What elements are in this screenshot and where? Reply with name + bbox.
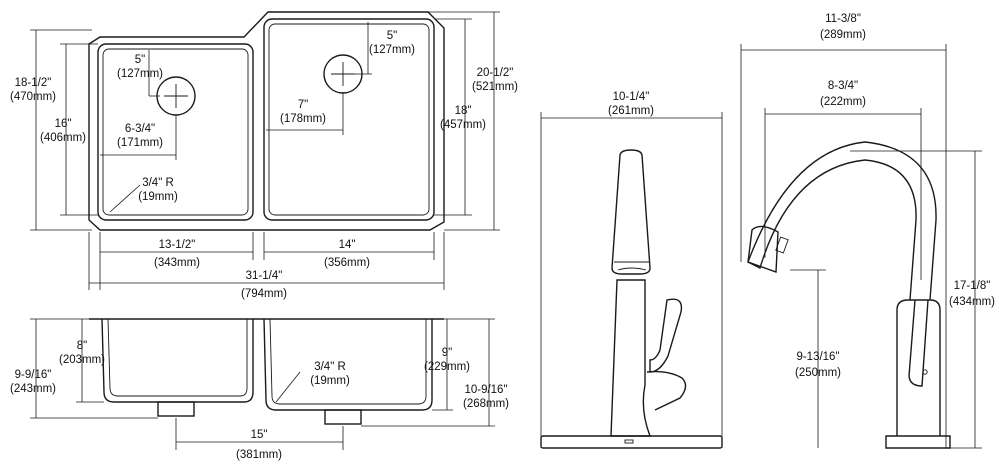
left-overall-depth-mm: (243mm) [10,383,56,395]
right-overall-height-mm: (521mm) [472,81,518,93]
section-corner-radius-mm: (19mm) [310,375,350,387]
faucet-side-view [740,44,982,449]
faucet-width-in: 10-1/4" [613,91,650,103]
faucet-spout-height-mm: (250mm) [795,367,841,379]
right-overall-depth-in: 10-9/16" [464,384,507,396]
left-basin-height-mm: (406mm) [40,132,86,144]
right-drain-side-dim-mm: (178mm) [280,113,326,125]
faucet-width-mm: (261mm) [608,105,654,117]
left-drain-top-dim-in: 5" [135,54,145,66]
section-corner-radius-in: 3/4" R [314,361,346,373]
drain-spacing-mm: (381mm) [236,449,282,461]
sink-plan-view [30,11,500,290]
right-basin-height-mm: (457mm) [440,119,486,131]
left-overall-height-in: 18-1/2" [15,77,52,89]
faucet-overall-reach-mm: (289mm) [820,29,866,41]
left-bowl-depth-in: 8" [77,340,87,352]
faucet-overall-height-mm: (434mm) [949,296,995,308]
faucet-deck-plate [540,435,723,449]
right-basin-width-in: 14" [339,239,356,251]
faucet-spray-head [611,149,651,275]
right-drain-top-dim-in: 5" [387,30,397,42]
faucet-overall-height-in: 17-1/8" [954,280,991,292]
right-basin-inner [268,23,430,216]
right-overall-depth-mm: (268mm) [463,398,509,410]
faucet-side-handle [908,299,929,387]
left-overall-height-mm: (470mm) [10,91,56,103]
faucet-side-base [885,435,951,449]
faucet-gooseneck [747,141,937,301]
right-basin-outline [263,18,435,221]
left-basin-outline [97,43,254,221]
right-bowl-depth-in: 9" [442,347,452,359]
left-drain-tailpiece [157,401,195,417]
left-basin-height-in: 16" [55,118,72,130]
faucet-side-spray-head [747,225,779,273]
faucet-spout-height-in: 9-13/16" [796,351,839,363]
faucet-spout-reach-in: 8-3/4" [828,80,858,92]
drain-spacing-in: 15" [251,429,268,441]
right-basin-height-in: 18" [455,105,472,117]
left-basin-inner [102,48,249,216]
right-bowl-section [263,318,433,411]
left-bowl-depth-mm: (203mm) [59,354,105,366]
faucet-body [610,279,652,437]
left-basin-width-mm: (343mm) [154,257,200,269]
left-basin-width-in: 13-1/2" [159,239,196,251]
faucet-overall-reach-in: 11-3/8" [825,13,861,25]
right-overall-height-in: 20-1/2" [477,67,514,79]
right-drain-side-dim-in: 7" [298,99,308,111]
sink-section-view [30,318,495,450]
overall-width-in: 31-1/4" [246,270,283,282]
overall-width-mm: (794mm) [241,288,287,300]
right-drain-top-dim-mm: (127mm) [369,44,415,56]
left-bowl-section [101,318,254,403]
right-drain-tailpiece [324,409,362,425]
plan-corner-radius-in: 3/4" R [142,177,174,189]
plan-corner-radius-mm: (19mm) [138,191,178,203]
faucet-front-view [540,112,723,449]
faucet-side-body [896,299,941,436]
left-drain-top-dim-mm: (127mm) [117,68,163,80]
right-bowl-depth-mm: (229mm) [424,361,470,373]
left-drain-side-dim-in: 6-3/4" [125,123,155,135]
right-basin-width-mm: (356mm) [324,257,370,269]
faucet-spout-reach-mm: (222mm) [820,96,866,108]
faucet-handle [649,298,683,373]
left-overall-depth-in: 9-9/16" [15,369,52,381]
left-drain-side-dim-mm: (171mm) [117,137,163,149]
sink-outer-flange [88,11,445,231]
